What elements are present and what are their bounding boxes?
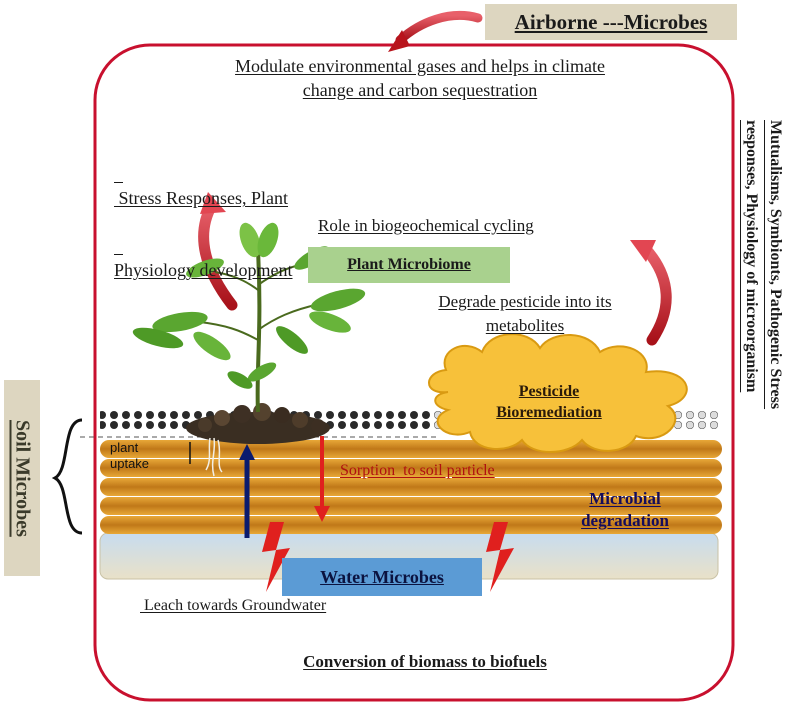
soil-bracket [51, 418, 83, 535]
mutualism-text: Mutualisms, Symbionts, Pathogenic Stress… [743, 120, 784, 410]
leach-groundwater-text: Leach towards Groundwater [140, 597, 327, 614]
lightning-bolt-left [262, 522, 290, 592]
stress-responses-text: Stress Responses, Plant Physiology devel… [114, 188, 293, 280]
plant-microbiome-tag: Plant Microbiome [308, 247, 510, 283]
pesticide-bioremediation-label: Pesticide Bioremediation [496, 383, 602, 421]
biogeo-arrowhead [630, 240, 656, 262]
biofuels-text: Conversion of biomass to biofuels [303, 652, 547, 671]
biogeochemical-text: Role in biogeochemical cycling [318, 216, 534, 235]
water-microbes-tag: Water Microbes [282, 558, 482, 596]
stress-curved-arrow [198, 199, 238, 311]
airborne-microbes-tag: Airborne ---Microbes [485, 4, 737, 40]
airborne-curved-arrow [395, 10, 483, 45]
plant-uptake-text: plant uptake [110, 440, 150, 471]
main-frame [93, 43, 735, 702]
soil-layer [100, 440, 722, 534]
microbial-degradation-text: Microbial degradation [581, 489, 669, 530]
soil-mound [186, 403, 330, 444]
biogeo-curved-arrow [639, 242, 672, 346]
degrade-pesticide-text: Degrade pesticide into its metabolites [438, 292, 612, 335]
plant-roots [205, 437, 223, 477]
modulate-gases-text: Modulate environmental gases and helps i… [235, 56, 605, 100]
sorption-arrowhead [314, 506, 330, 522]
soil-microbes-tag: Soil Microbes [4, 380, 40, 576]
uptake-arrowhead [239, 444, 255, 460]
lightning-bolt-right [486, 522, 514, 592]
plant-seedling [132, 222, 366, 413]
airborne-arrowhead [388, 30, 410, 52]
stress-arrowhead [200, 192, 226, 214]
pesticide-cloud [428, 333, 688, 453]
sorption-text: Sorption to soil particle [340, 462, 495, 479]
